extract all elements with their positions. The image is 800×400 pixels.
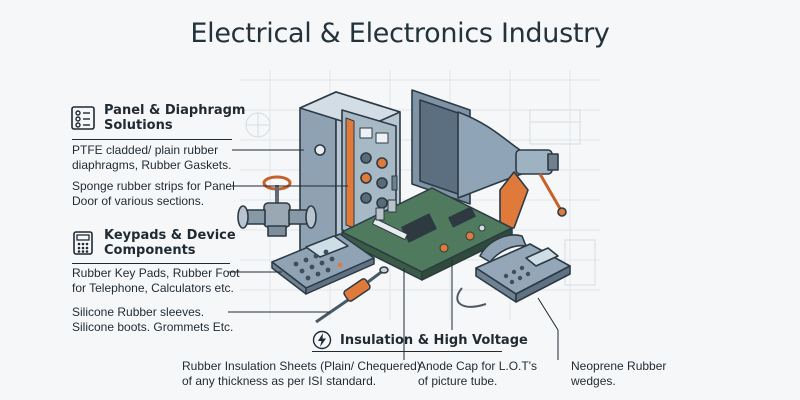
- page-title: Electrical & Electronics Industry: [190, 18, 610, 49]
- calculator-illustration: [271, 233, 375, 295]
- control-panel-illustration: [299, 91, 401, 259]
- insulation-note-sheets: Rubber Insulation Sheets (Plain/ Chequer…: [182, 359, 421, 388]
- section-panel-title: Panel & Diaphragm Solutions: [104, 103, 246, 133]
- section-insulation-heading: Insulation & High Voltage: [312, 330, 528, 350]
- telephone-illustration: [456, 234, 571, 308]
- valve-illustration: [237, 175, 317, 237]
- calculator-icon: [73, 231, 93, 255]
- insulation-note-anode-cap: Anode Cap for L.O.T's of picture tube.: [418, 359, 538, 388]
- insulation-note-neoprene: Neoprene Rubber wedges.: [571, 359, 667, 388]
- panel-note-sponge-strips: Sponge rubber strips for Panel Door of v…: [72, 179, 235, 208]
- divider-line: [72, 139, 232, 140]
- keypads-note-key-pads: Rubber Key Pads, Rubber Foot for Telepho…: [72, 266, 240, 295]
- leader-lines: [228, 149, 559, 360]
- section-keypads-heading: Keypads & Device Components: [70, 228, 236, 258]
- divider-line: [72, 263, 230, 264]
- divider-line: [312, 351, 502, 352]
- picture-tube-illustration: [411, 89, 567, 229]
- panel-note-diaphragms: PTFE cladded/ plain rubber diaphragms, R…: [72, 143, 232, 172]
- section-keypads-title: Keypads & Device Components: [104, 228, 236, 258]
- control-panel-icon: [71, 106, 95, 130]
- section-panel-heading: Panel & Diaphragm Solutions: [70, 103, 245, 133]
- circuit-board-illustration: [341, 187, 513, 281]
- lightning-icon: [312, 330, 332, 350]
- silicone-sleeve-illustration: [315, 266, 389, 324]
- keypads-note-silicone: Silicone Rubber sleeves. Silicone boots.…: [72, 305, 234, 334]
- section-insulation-title: Insulation & High Voltage: [340, 332, 528, 348]
